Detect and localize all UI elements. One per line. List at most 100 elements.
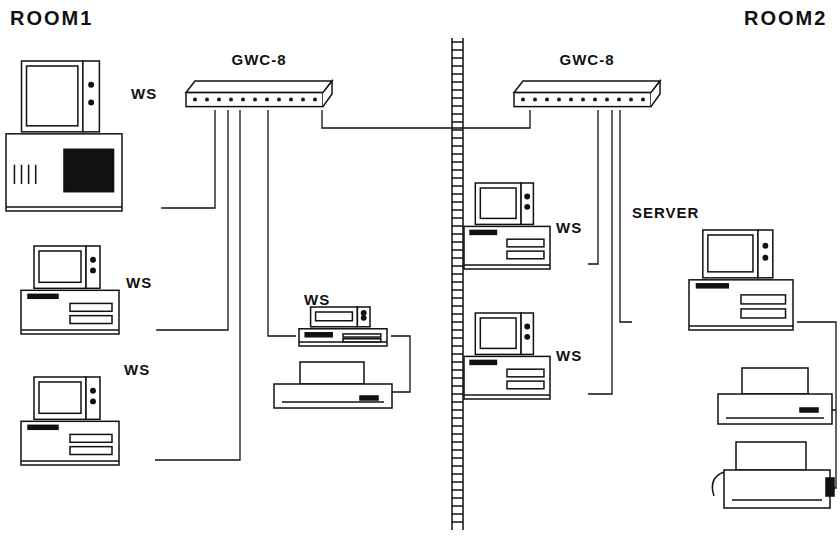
port <box>313 98 317 102</box>
printer-cable <box>797 322 836 420</box>
system-unit <box>299 329 387 346</box>
base-edge <box>464 394 550 396</box>
wall-rung <box>452 497 463 499</box>
wall-rung <box>452 169 463 171</box>
wall-rung <box>452 241 463 243</box>
wall-rung <box>452 369 463 371</box>
printer-cable <box>391 336 410 392</box>
wall-rung <box>452 489 463 491</box>
wall-rung <box>452 129 463 131</box>
monitor <box>475 313 521 354</box>
wall-rung <box>452 321 463 323</box>
network-cable <box>268 110 296 336</box>
screen <box>708 235 753 272</box>
drive-slot <box>70 434 112 442</box>
port <box>289 98 293 102</box>
knob <box>89 100 93 104</box>
wall-rung <box>452 473 463 475</box>
wall-rung <box>452 297 463 299</box>
wall-rung <box>452 457 463 459</box>
badge <box>28 425 58 429</box>
knob <box>89 83 93 87</box>
port <box>253 98 257 102</box>
base-edge <box>6 206 122 208</box>
wall-rung <box>452 449 463 451</box>
wall-rung <box>452 401 463 403</box>
wall-rung <box>452 65 463 67</box>
wall-rung <box>452 417 463 419</box>
network-cable <box>322 110 530 128</box>
drive-slot <box>70 303 112 311</box>
wall-rung <box>452 481 463 483</box>
badge <box>470 360 496 364</box>
wall-rung <box>452 41 463 43</box>
port <box>557 98 561 102</box>
wall <box>452 38 463 530</box>
badge <box>696 284 728 288</box>
workstation-label: WS <box>126 275 152 290</box>
base-edge <box>464 264 550 266</box>
computer-icon <box>5 60 123 214</box>
computer-icon <box>20 245 120 337</box>
wall-rung <box>452 425 463 427</box>
drive-slot <box>70 316 112 324</box>
computer-icon <box>20 376 120 468</box>
drive-slot <box>507 239 544 247</box>
wall-rung <box>452 313 463 315</box>
wall-rung <box>452 281 463 283</box>
workstation-box: WS <box>296 292 392 350</box>
monitor <box>311 307 358 327</box>
port <box>533 98 537 102</box>
system-unit <box>689 280 793 330</box>
wall-rung <box>452 233 463 235</box>
wall-rung <box>452 153 463 155</box>
drive-slot <box>741 295 786 304</box>
screen <box>316 312 353 321</box>
knob <box>362 316 366 320</box>
wall-rung <box>452 329 463 331</box>
wall-rung <box>452 113 463 115</box>
monitor-side <box>357 307 370 327</box>
base-edge <box>689 325 793 327</box>
wall-rung <box>452 121 463 123</box>
monitor <box>22 61 83 132</box>
wall-rung <box>452 385 463 387</box>
port <box>205 98 209 102</box>
network-cable <box>155 110 240 460</box>
printer <box>274 362 392 408</box>
workstation-label: SERVER <box>632 205 699 220</box>
wall-rung <box>452 201 463 203</box>
wall-rung <box>452 345 463 347</box>
knob <box>362 311 366 315</box>
badge <box>470 230 496 234</box>
workstation-label: WS <box>556 348 582 363</box>
wall-rung <box>452 49 463 51</box>
wall-rung <box>452 273 463 275</box>
drive-slot <box>507 381 544 389</box>
port <box>277 98 281 102</box>
system-unit <box>464 226 550 269</box>
wall-rung <box>452 513 463 515</box>
workstation-label: WS <box>124 362 150 377</box>
hub-top <box>186 81 332 93</box>
network-cable <box>588 110 598 264</box>
wall-rung <box>452 137 463 139</box>
monitor-side <box>83 61 100 132</box>
wall-rung <box>452 177 463 179</box>
screen <box>27 66 78 126</box>
port <box>605 98 609 102</box>
vent <box>35 165 37 184</box>
room-label: ROOM2 <box>744 8 827 28</box>
wall-rung <box>452 361 463 363</box>
network-cable <box>588 110 612 394</box>
monitor-side <box>521 313 533 354</box>
hub-label: GWC-8 <box>185 52 333 67</box>
monitor-side <box>86 377 100 419</box>
knob <box>763 244 767 248</box>
wall-rung <box>452 465 463 467</box>
monitor-side <box>758 230 773 278</box>
base-edge <box>21 329 119 331</box>
hub-box: GWC-8 <box>513 52 665 110</box>
port <box>593 98 597 102</box>
drive-slot <box>741 309 786 318</box>
